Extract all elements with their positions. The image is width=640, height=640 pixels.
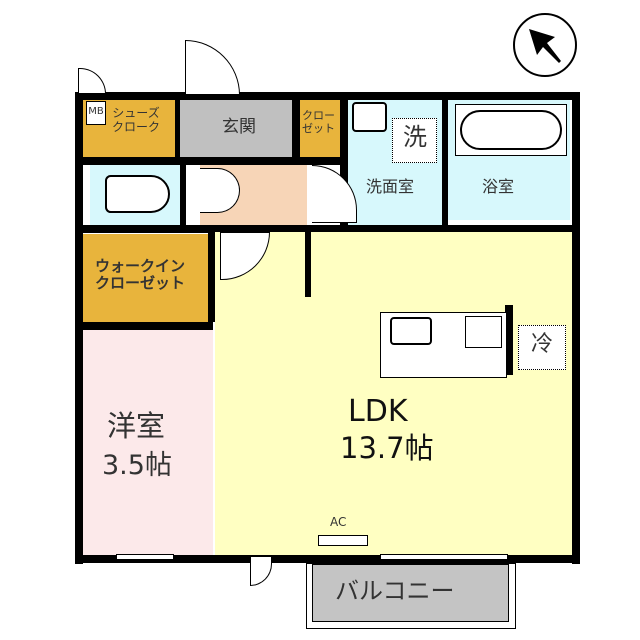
closet-label: クロー ゼット [302, 109, 335, 135]
entrance-door[interactable] [185, 40, 240, 95]
toilet-door[interactable] [200, 168, 240, 213]
fridge-space [518, 325, 566, 370]
toilet-fixture [105, 175, 170, 213]
western-window[interactable] [116, 554, 174, 560]
kitchen-sink [390, 317, 432, 345]
compass [513, 13, 577, 77]
ldk-window[interactable] [380, 554, 508, 560]
balcony-label: バルコニー [335, 577, 455, 605]
mb-label: MB [88, 106, 104, 117]
balcony [306, 563, 516, 629]
room-western [83, 330, 213, 555]
western-room-size: 3.5帖 [102, 450, 172, 481]
mb-box [86, 101, 106, 125]
room-walk-in-closet [83, 234, 210, 322]
room-ldk [215, 232, 572, 555]
bathtub [455, 104, 567, 156]
ac-label: AC [330, 515, 347, 529]
ac-unit [318, 535, 368, 546]
wash-basin [352, 102, 387, 132]
stove [465, 316, 502, 348]
washer-label: 洗 [403, 123, 427, 151]
washroom-label: 洗面室 [366, 177, 415, 196]
ldk-size: 13.7帖 [340, 431, 434, 465]
western-room-label: 洋室 [107, 409, 166, 443]
ldk-label: LDK [348, 394, 408, 429]
washer-space [392, 118, 437, 163]
kitchen-counter [380, 312, 507, 378]
fridge-label: 冷 [530, 332, 553, 357]
bath-label: 浴室 [482, 177, 515, 196]
genkan-label: 玄関 [222, 117, 256, 137]
north-arrow-icon [529, 29, 561, 63]
room-genkan [180, 100, 292, 157]
mb-door[interactable] [78, 68, 106, 94]
balcony-door[interactable] [250, 556, 272, 586]
shoes-cloak-label: シューズ クローク [112, 106, 161, 134]
room-closet [300, 100, 340, 157]
walk-in-closet-label: ウォークイン クローゼット [95, 257, 186, 293]
